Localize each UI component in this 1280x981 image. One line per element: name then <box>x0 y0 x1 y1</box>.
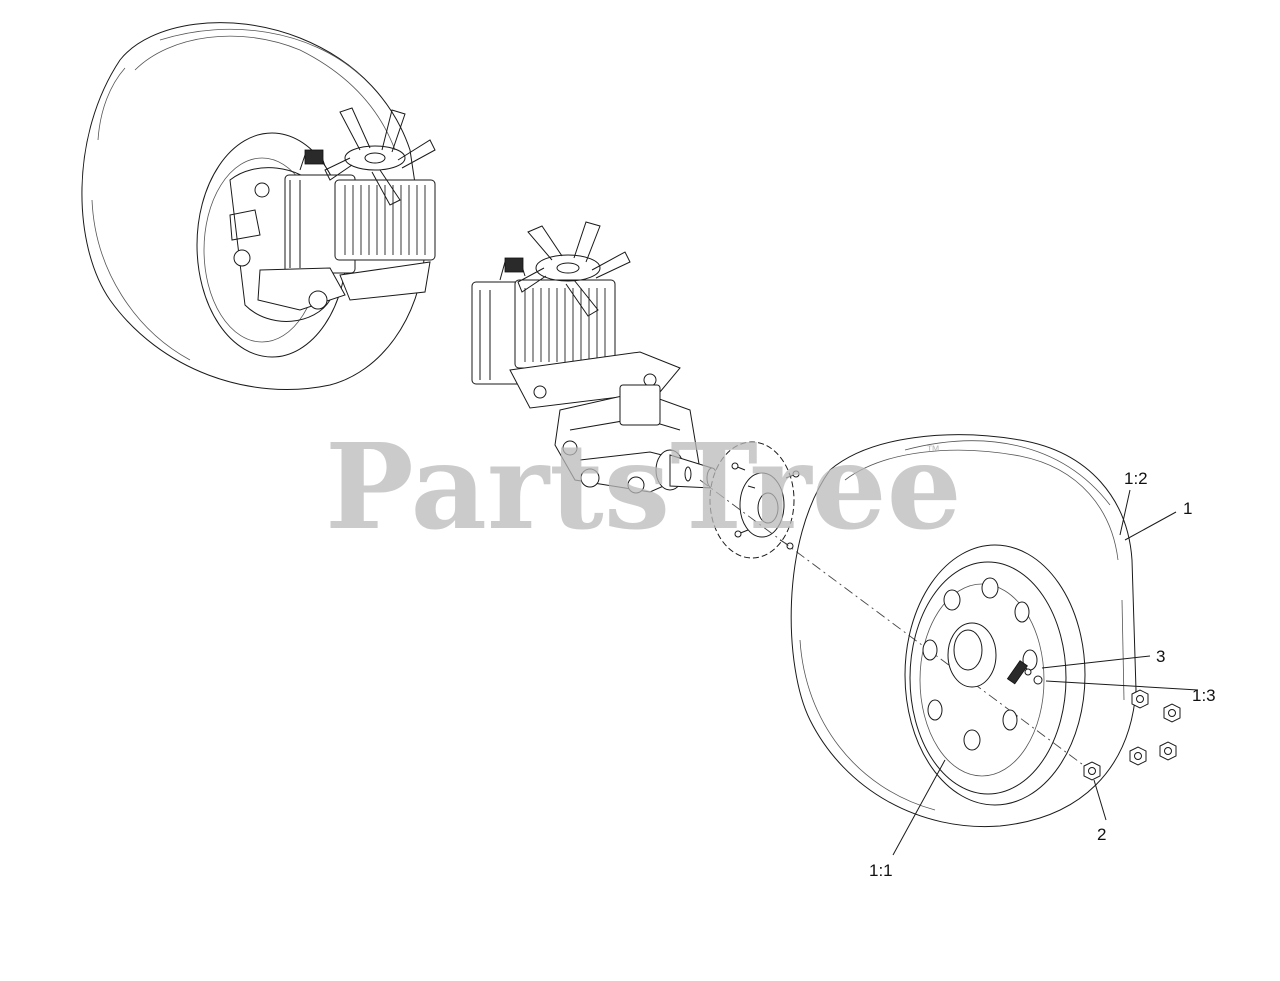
right-wheel-tire-icon[interactable] <box>790 434 1137 828</box>
watermark-trademark: ™ <box>926 442 940 458</box>
watermark: PartsTree ™ <box>325 417 962 556</box>
callout-2: 2 <box>1097 825 1106 844</box>
callout-1-2: 1:2 <box>1124 469 1148 488</box>
callout-1: 1 <box>1183 499 1192 518</box>
watermark-text: PartsTree <box>325 417 962 556</box>
callout-1-3: 1:3 <box>1192 686 1216 705</box>
center-cooling-fan-icon <box>517 221 631 317</box>
callout-leaders <box>892 489 1199 856</box>
right-transaxle-icon[interactable] <box>471 221 718 494</box>
callout-1-1: 1:1 <box>869 861 893 880</box>
wheel-hub-icon[interactable] <box>709 441 800 559</box>
left-wheel-assembly-icon[interactable] <box>81 22 436 390</box>
left-cooling-fan-icon <box>324 107 436 206</box>
lug-nut-icon[interactable] <box>1083 689 1181 781</box>
callout-3: 3 <box>1156 647 1165 666</box>
